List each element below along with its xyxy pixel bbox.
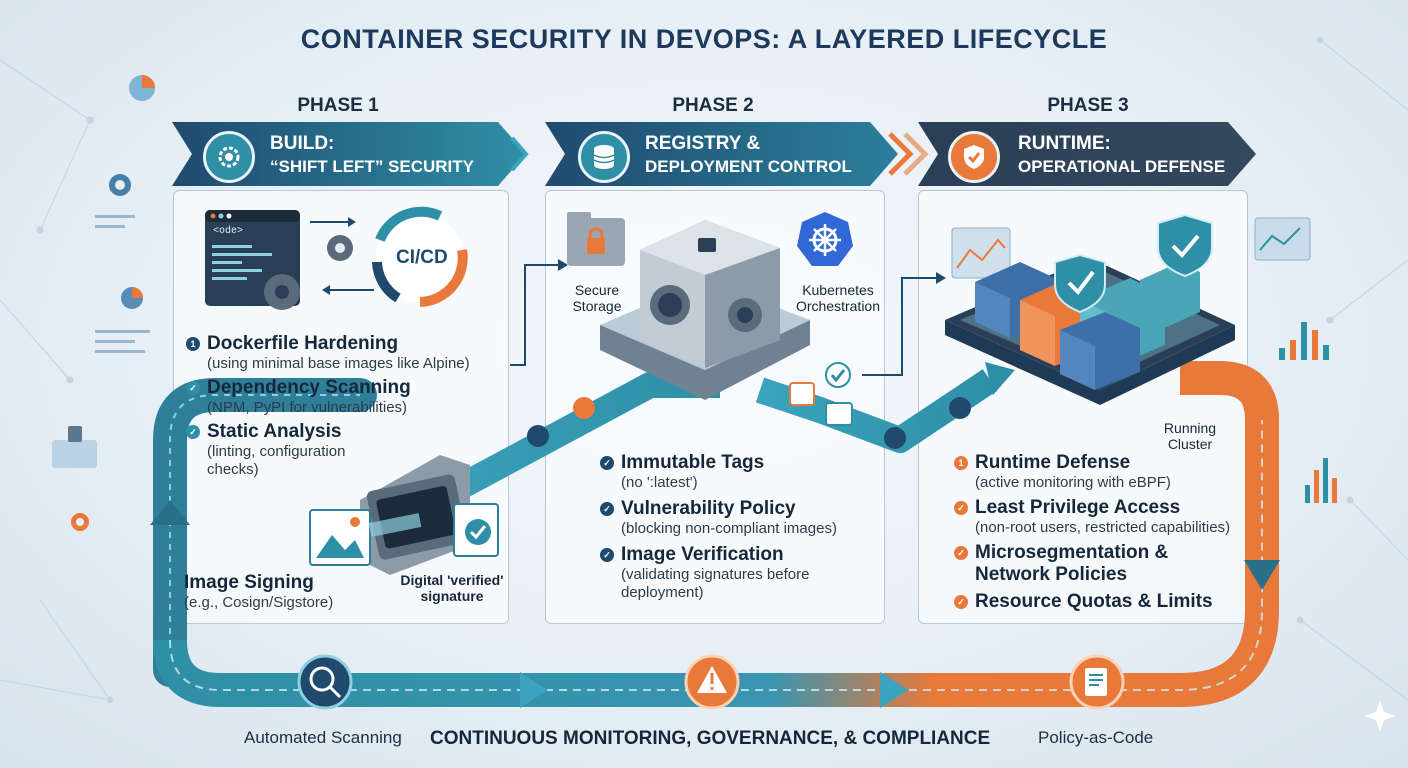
phase-3-item: ✓ Resource Quotas & Limits xyxy=(954,591,1244,613)
item-title: Image Verification xyxy=(621,544,784,565)
item-title: Dependency Scanning xyxy=(207,377,411,398)
phase-2-banner-line1: REGISTRY & xyxy=(645,133,761,154)
phase-3-item-list: 1 Runtime Defense (active monitoring wit… xyxy=(954,452,1244,613)
phase-3-item: ✓ Least Privilege Access (non-root users… xyxy=(954,497,1244,537)
phase-3-label: PHASE 3 xyxy=(1047,95,1129,116)
item-title: Immutable Tags xyxy=(621,452,765,473)
phase-2-label: PHASE 2 xyxy=(672,95,754,116)
phase-2-banner-title: REGISTRY & DEPLOYMENT CONTROL xyxy=(645,132,852,178)
code-tag-label: <ode> xyxy=(213,226,244,237)
phase-2-banner-line2: DEPLOYMENT CONTROL xyxy=(645,157,852,176)
bullet-icon: 1 xyxy=(186,337,200,351)
automated-scanning-label: Automated Scanning xyxy=(244,728,402,747)
bullet-icon: 1 xyxy=(954,456,968,470)
item-subtitle: (non-root users, restricted capabilities… xyxy=(975,519,1231,536)
database-icon xyxy=(578,131,630,183)
item-subtitle: (active monitoring with eBPF) xyxy=(975,474,1171,491)
phase-1-item: ✓ Static Analysis (linting, configuratio… xyxy=(186,421,486,479)
phase-1-label: PHASE 1 xyxy=(297,95,379,116)
phase-2-item-list: ✓ Immutable Tags (no ':latest') ✓ Vulner… xyxy=(600,452,870,602)
item-subtitle: (validating signatures before deployment… xyxy=(621,566,810,601)
item-subtitle: (blocking non-compliant images) xyxy=(621,520,837,537)
check-icon: ✓ xyxy=(954,595,968,609)
check-icon: ✓ xyxy=(600,548,614,562)
check-icon: ✓ xyxy=(600,456,614,470)
item-subtitle: (no ':latest') xyxy=(621,474,698,491)
image-signing-subtitle: (e.g., Cosign/Sigstore) xyxy=(184,594,334,611)
phase-3-item: 1 Runtime Defense (active monitoring wit… xyxy=(954,452,1244,492)
gear-icon xyxy=(203,131,255,183)
item-title: Static Analysis xyxy=(207,421,342,442)
phase-1-item-list: 1 Dockerfile Hardening (using minimal ba… xyxy=(186,333,486,479)
phase-2-item: ✓ Vulnerability Policy (blocking non-com… xyxy=(600,498,870,538)
phase-2-item: ✓ Immutable Tags (no ':latest') xyxy=(600,452,870,492)
phase-1-item: 1 Dockerfile Hardening (using minimal ba… xyxy=(186,333,486,373)
phase-1-banner-line2: “SHIFT LEFT” SECURITY xyxy=(270,157,474,176)
page-title: CONTAINER SECURITY IN DEVOPS: A LAYERED … xyxy=(300,24,1108,54)
image-signing-title: Image Signing xyxy=(184,572,314,593)
phase-3-banner-line1: RUNTIME: xyxy=(1018,133,1111,154)
check-icon: ✓ xyxy=(186,381,200,395)
phase-1-banner-title: BUILD: “SHIFT LEFT” SECURITY xyxy=(270,132,474,178)
phase-3-banner-title: RUNTIME: OPERATIONAL DEFENSE xyxy=(1018,132,1225,178)
phase-3-banner-line2: OPERATIONAL DEFENSE xyxy=(1018,157,1226,176)
item-subtitle: (using minimal base images like Alpine) xyxy=(207,355,470,372)
item-title: Microsegmentation & Network Policies xyxy=(975,542,1169,585)
shield-check-icon xyxy=(948,131,1000,183)
item-subtitle: (NPM, PyPI for vulnerabilities) xyxy=(207,399,408,416)
secure-storage-label: Secure Storage xyxy=(572,282,622,314)
item-subtitle: (linting, configuration checks) xyxy=(207,443,346,478)
item-title: Vulnerability Policy xyxy=(621,498,796,519)
phase-3-item: ✓ Microsegmentation & Network Policies xyxy=(954,542,1244,586)
item-title: Resource Quotas & Limits xyxy=(975,591,1213,612)
phase-banners xyxy=(172,122,1256,186)
phase-2-item: ✓ Image Verification (validating signatu… xyxy=(600,544,870,602)
item-title: Runtime Defense xyxy=(975,452,1131,473)
cicd-label: CI/CD xyxy=(396,247,448,268)
kubernetes-label: Kubernetes Orchestration xyxy=(795,282,881,314)
image-signing-block: Image Signing (e.g., Cosign/Sigstore) xyxy=(184,572,333,612)
item-title: Dockerfile Hardening xyxy=(207,333,399,354)
check-icon: ✓ xyxy=(600,502,614,516)
item-title: Least Privilege Access xyxy=(975,497,1181,518)
digital-signature-label: Digital 'verified' signature xyxy=(400,572,504,604)
policy-as-code-label: Policy-as-Code xyxy=(1038,728,1154,747)
phase-1-banner-line1: BUILD: xyxy=(270,133,335,154)
continuous-monitoring-label: CONTINUOUS MONITORING, GOVERNANCE, & COM… xyxy=(430,728,991,749)
running-cluster-label: Running Cluster xyxy=(1163,420,1217,452)
check-icon: ✓ xyxy=(186,425,200,439)
phase-1-item: ✓ Dependency Scanning (NPM, PyPI for vul… xyxy=(186,377,486,417)
check-icon: ✓ xyxy=(954,501,968,515)
check-icon: ✓ xyxy=(954,546,968,560)
